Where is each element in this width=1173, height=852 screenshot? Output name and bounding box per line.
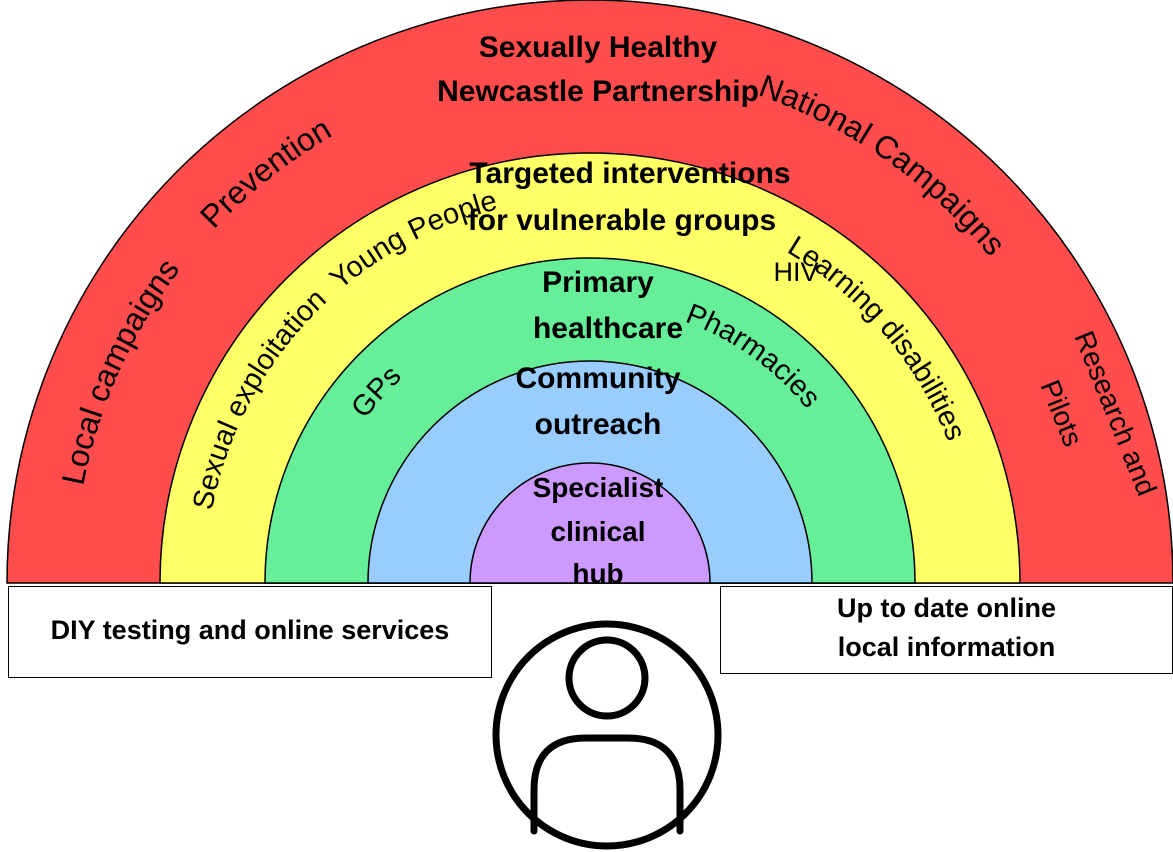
specialist-title-line1: Specialist [533, 472, 664, 503]
diy-testing-box: DIY testing and online services [8, 586, 492, 678]
online-information-line2: local information [837, 632, 1056, 663]
specialist-band [469, 462, 711, 584]
person-icon [492, 620, 722, 850]
online-information-line1: Up to date online [837, 593, 1056, 623]
outer-title-line1: Sexually Healthy [479, 31, 718, 64]
primary-title-line2: healthcare [533, 312, 683, 345]
specialist-title-line3: hub [572, 558, 623, 589]
community-title-line1: Community [516, 362, 681, 395]
targeted-item-hiv: HIV [773, 257, 818, 287]
community-title-line2: outreach [535, 408, 662, 441]
targeted-title-line1: Targeted interventions [469, 157, 790, 190]
diy-testing-label: DIY testing and online services [50, 615, 450, 645]
primary-title-line1: Primary [542, 266, 654, 299]
online-information-box: Up to date online local information [720, 586, 1173, 674]
specialist-title-line2: clinical [551, 516, 646, 547]
outer-title-line2: Newcastle Partnership [437, 75, 759, 108]
targeted-title-line2: for vulnerable groups [468, 204, 776, 237]
